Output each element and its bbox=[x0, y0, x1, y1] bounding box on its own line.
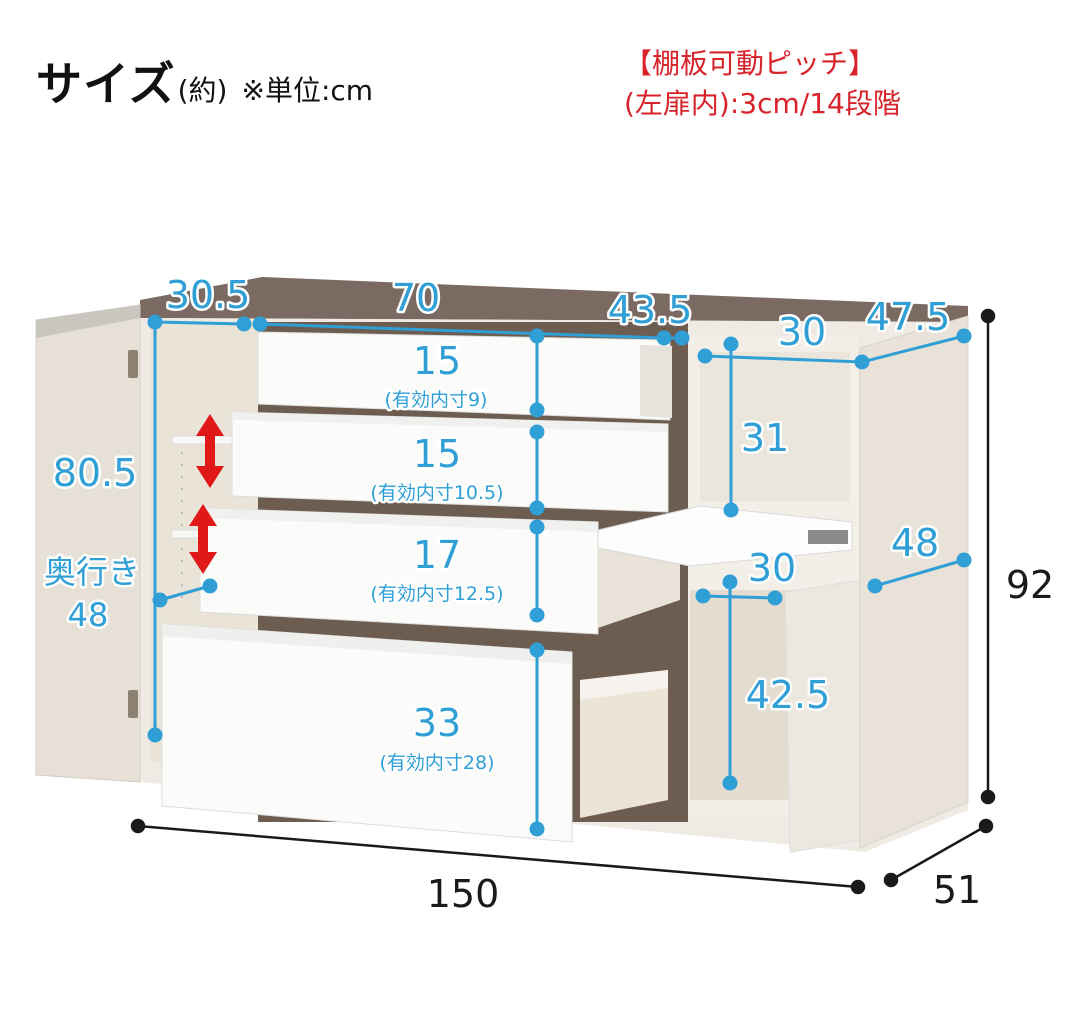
outer-dimension-lines bbox=[130, 308, 996, 895]
upper-open-space bbox=[700, 352, 850, 502]
shelf-pitch-note: 【棚板可動ピッチ】 (左扉内):3cm/14段階 bbox=[624, 44, 901, 124]
dim-drawer-section-width: 70 bbox=[392, 276, 440, 320]
dim-lower-open-height: 42.5 bbox=[746, 673, 831, 717]
drawer-1-inner: (有効内寸9) bbox=[385, 389, 488, 411]
left-door-edge bbox=[36, 305, 140, 338]
dim-right-cabinet-depth: 47.5 bbox=[866, 295, 951, 339]
drawer-4-inner: (有効内寸28) bbox=[379, 752, 494, 774]
title-main: サイズ bbox=[36, 57, 176, 111]
drawer-4-height: 33 bbox=[413, 701, 461, 745]
dim-upper-open-height: 31 bbox=[741, 416, 789, 460]
dim-left-inner-height: 80.5 bbox=[53, 451, 138, 495]
drawer-1-height: 15 bbox=[413, 339, 461, 383]
shelf-pitch-detail: (左扉内):3cm/14段階 bbox=[624, 87, 901, 120]
dim-open-shelf-width: 30 bbox=[778, 310, 826, 354]
left-shelf-1 bbox=[171, 435, 233, 445]
shelf-adjust-arrow-2 bbox=[189, 504, 217, 574]
drawer-2 bbox=[231, 411, 669, 513]
hinge-bottom bbox=[128, 690, 138, 718]
dim-lower-open-width: 30 bbox=[748, 546, 796, 590]
shelf-adjust-arrow-1 bbox=[196, 414, 224, 488]
title-approx: (約) bbox=[177, 74, 228, 107]
dim-overall-depth: 51 bbox=[933, 868, 981, 912]
hinge-top bbox=[128, 350, 138, 378]
slide-out-tray bbox=[597, 505, 853, 567]
left-door bbox=[35, 304, 141, 783]
drawer-2-inner: (有効内寸10.5) bbox=[370, 482, 503, 504]
tray-rail bbox=[808, 530, 848, 544]
cabinet-illustration bbox=[35, 277, 969, 853]
page-title: サイズ(約) ※単位:cm bbox=[36, 48, 373, 114]
dim-right-inner-depth: 48 bbox=[891, 521, 939, 565]
dim-drawer-depth: 43.5 bbox=[608, 288, 693, 332]
drawer-3-height: 17 bbox=[413, 533, 461, 577]
shelf-pitch-heading: 【棚板可動ピッチ】 bbox=[624, 47, 877, 80]
dim-overall-width: 150 bbox=[427, 872, 500, 916]
drawer-1 bbox=[257, 331, 672, 421]
dim-left-inner-depth: 48 bbox=[68, 596, 109, 634]
dim-left-depth-label: 奥行き bbox=[44, 553, 140, 591]
title-unit: ※単位:cm bbox=[241, 74, 374, 107]
dim-overall-height: 92 bbox=[1006, 563, 1054, 607]
drawer-3-inner: (有効内寸12.5) bbox=[370, 583, 503, 605]
drawer-2-height: 15 bbox=[413, 432, 461, 476]
dimension-lines bbox=[147, 314, 972, 837]
right-side-panel bbox=[859, 315, 969, 849]
cabinet-top bbox=[140, 277, 968, 322]
dim-left-door-width: 30.5 bbox=[166, 273, 251, 317]
drawer-3 bbox=[199, 507, 680, 635]
drawer-4 bbox=[161, 623, 668, 843]
